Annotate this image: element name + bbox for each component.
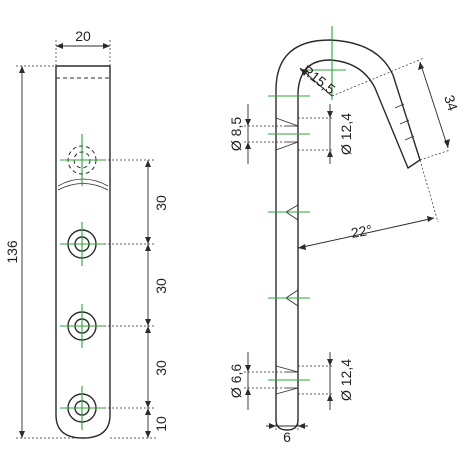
hook-outer (275, 39, 421, 421)
hook-bottom (275, 419, 299, 431)
upper-bore-dimension: Ø 8,5 (228, 104, 286, 164)
height-label: 136 (4, 240, 20, 264)
leg-length-label: 34 (441, 93, 461, 113)
lower-bore-label: Ø 6,6 (228, 364, 244, 398)
lower-counterbore (275, 365, 299, 395)
lower-counterbore-label: Ø 12,4 (338, 359, 354, 401)
thickness-dimension: 6 (266, 420, 308, 445)
bend-curve-2 (57, 183, 109, 191)
upper-counterbore-label: Ø 12,4 (338, 113, 354, 155)
side-view: R15,5 34 22° Ø 8,5 (228, 26, 461, 445)
hole-centerlines (60, 134, 104, 430)
spacing-label-2: 30 (153, 278, 169, 294)
lower-bore-dimension: Ø 6,6 (228, 352, 286, 410)
lower-counterbore-dimension: Ø 12,4 (298, 352, 354, 410)
leg-length-dimension: 34 (331, 57, 461, 161)
bend-curve (57, 178, 109, 187)
radius-label: R15,5 (299, 62, 338, 98)
upper-bore-label: Ø 8,5 (228, 117, 244, 151)
hook-leg-end (407, 159, 421, 169)
angle-dimension: 22° (297, 159, 439, 250)
middle-marks (285, 204, 299, 307)
side-centerlines (268, 26, 346, 381)
strap-outline (55, 65, 111, 439)
height-dimension: 136 (4, 65, 80, 439)
thickness-label: 6 (283, 429, 291, 445)
width-dimension: 20 (55, 28, 111, 66)
hook-inner (297, 59, 409, 421)
radius-dimension: R15,5 (299, 62, 338, 98)
front-view: 20 136 30 30 (4, 28, 169, 439)
end-offset-label: 10 (153, 416, 169, 432)
width-label: 20 (75, 28, 91, 44)
spacing-label-3: 30 (153, 360, 169, 376)
angled-leg-marks (394, 103, 415, 141)
angle-label: 22° (350, 222, 374, 241)
upper-counterbore-dimension: Ø 12,4 (298, 104, 354, 164)
spacing-label-1: 30 (153, 195, 169, 211)
upper-counterbore (275, 117, 299, 151)
spacing-dimensions: 30 30 30 10 (104, 159, 169, 439)
